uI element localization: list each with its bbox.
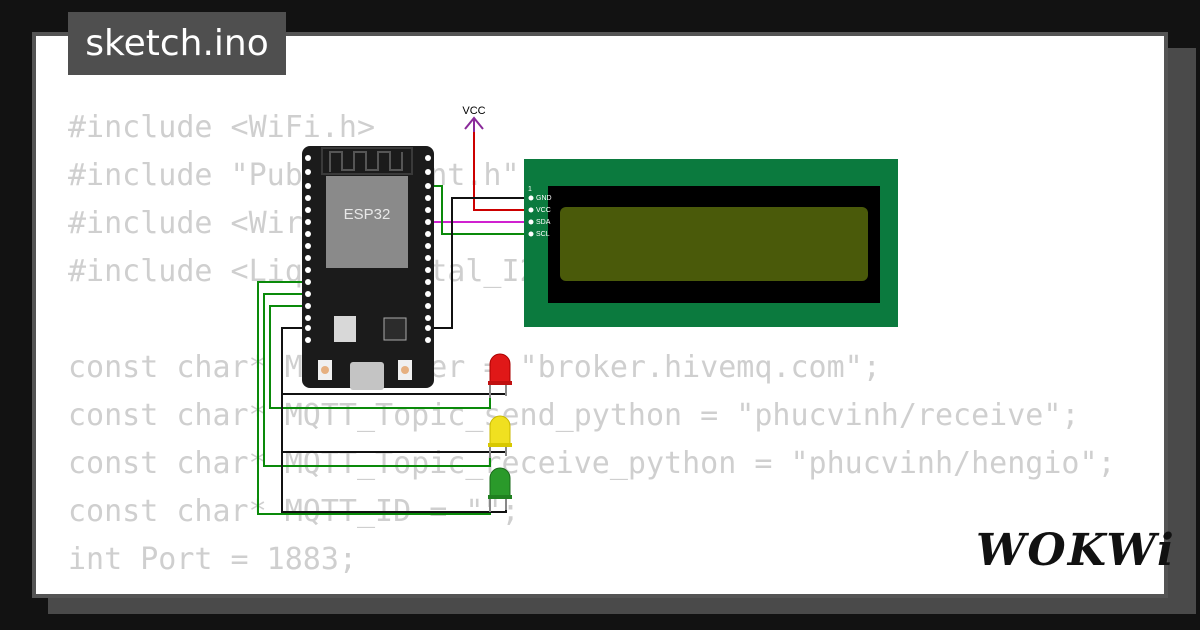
lcd-pin-sda: SDA — [536, 219, 551, 226]
wire-vcc — [473, 132, 530, 211]
wire-led-yellow — [263, 293, 491, 467]
wire-scl — [428, 185, 530, 235]
esp32-label: ESP32 — [344, 206, 391, 223]
esp32-board[interactable]: ESP32 — [302, 146, 434, 390]
esp32-right-pins — [425, 155, 431, 343]
led-green[interactable] — [488, 467, 512, 512]
esp32-module — [326, 176, 408, 268]
vcc-arrow-icon — [464, 116, 484, 134]
code-line: #include <WiFi.h> — [68, 110, 376, 145]
vcc-symbol: VCC — [462, 105, 486, 134]
code-line: int Port = 1883; — [68, 542, 357, 577]
regulator-chip — [334, 316, 356, 342]
code-line: const char* MQTT_Topic_send_python = "ph… — [68, 398, 1080, 433]
lcd-pin-gnd: GND — [536, 195, 552, 202]
led-red[interactable] — [488, 353, 512, 398]
antenna-icon — [329, 151, 403, 172]
lcd-display[interactable]: 1 GND VCC SDA SCL — [524, 159, 898, 327]
wire-gnd-yellow — [282, 446, 507, 453]
led-yellow[interactable] — [488, 415, 512, 458]
wire-led-red — [269, 305, 491, 409]
vcc-label: VCC — [462, 105, 485, 117]
esp32-left-pins — [305, 155, 311, 343]
lcd-pin-vcc: VCC — [536, 207, 551, 214]
lcd-screen — [560, 207, 868, 281]
lcd-pin-index: 1 — [528, 186, 532, 193]
wire-gnd — [428, 197, 530, 329]
antenna-trace — [321, 147, 413, 175]
wokwi-logo: WOKWi — [976, 525, 1176, 576]
usb-chip — [383, 317, 407, 341]
file-tab[interactable]: sketch.ino — [68, 12, 286, 75]
lcd-pin-scl: SCL — [536, 231, 550, 238]
usb-port — [350, 362, 384, 390]
lcd-pin-dots — [528, 195, 534, 237]
